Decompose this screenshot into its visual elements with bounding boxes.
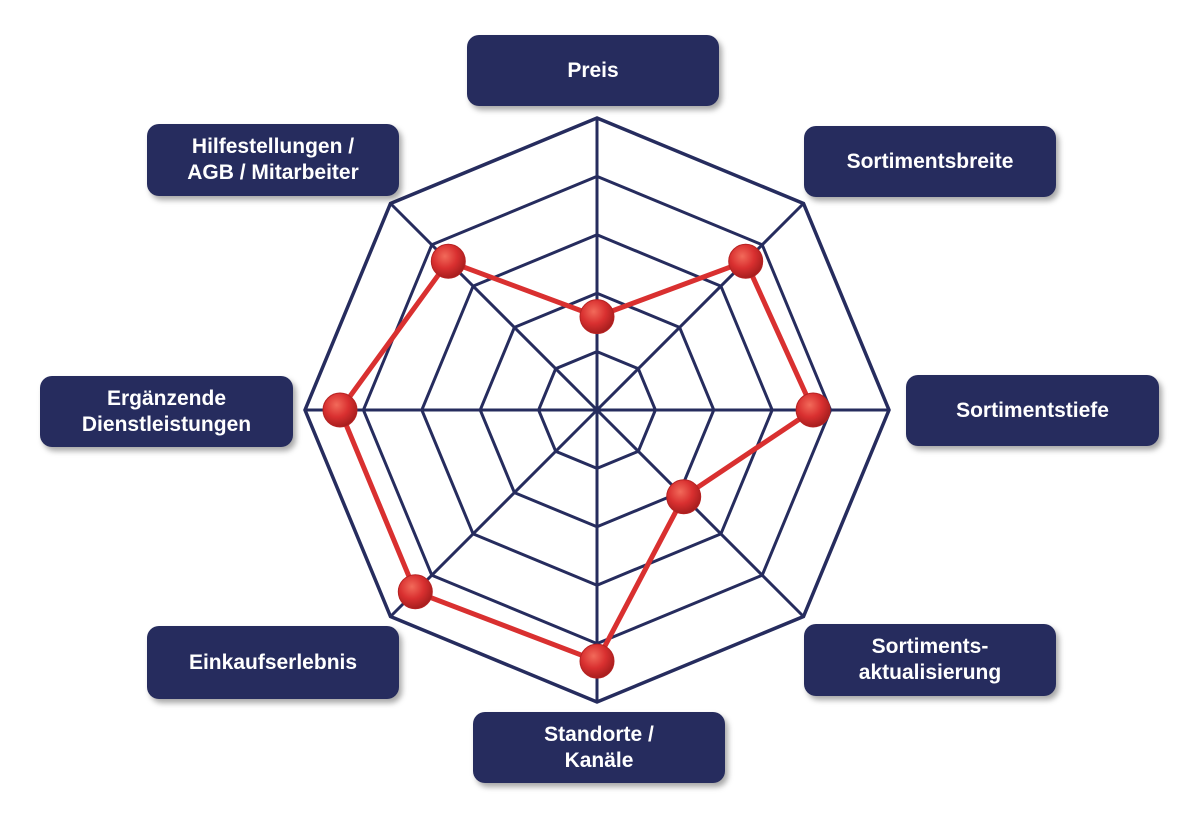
axis-label-standorte-kanaele: Standorte / Kanäle [473, 712, 725, 783]
data-point-5 [397, 574, 433, 610]
data-point-2 [795, 392, 831, 428]
grid-spoke-1 [595, 202, 805, 412]
data-point-3 [666, 479, 702, 515]
grid-spoke-7 [389, 202, 599, 412]
axis-label-preis: Preis [467, 35, 719, 106]
radar-grid [303, 116, 891, 704]
axis-label-sortimentsaktualisierung: Sortiments- aktualisierung [804, 624, 1056, 696]
radar-series [322, 243, 831, 679]
data-point-7 [430, 243, 466, 279]
grid-spoke-3 [595, 408, 805, 618]
axis-label-einkaufserlebnis: Einkaufserlebnis [147, 626, 399, 699]
data-point-6 [322, 392, 358, 428]
axis-label-ergaenzende-dienstleistungen: Ergänzende Dienstleistungen [40, 376, 293, 447]
data-point-1 [728, 243, 764, 279]
data-point-0 [579, 299, 615, 335]
data-point-4 [579, 643, 615, 679]
axis-label-hilfestellungen: Hilfestellungen / AGB / Mitarbeiter [147, 124, 399, 196]
axis-label-sortimentstiefe: Sortimentstiefe [906, 375, 1159, 446]
axis-label-sortimentsbreite: Sortimentsbreite [804, 126, 1056, 197]
